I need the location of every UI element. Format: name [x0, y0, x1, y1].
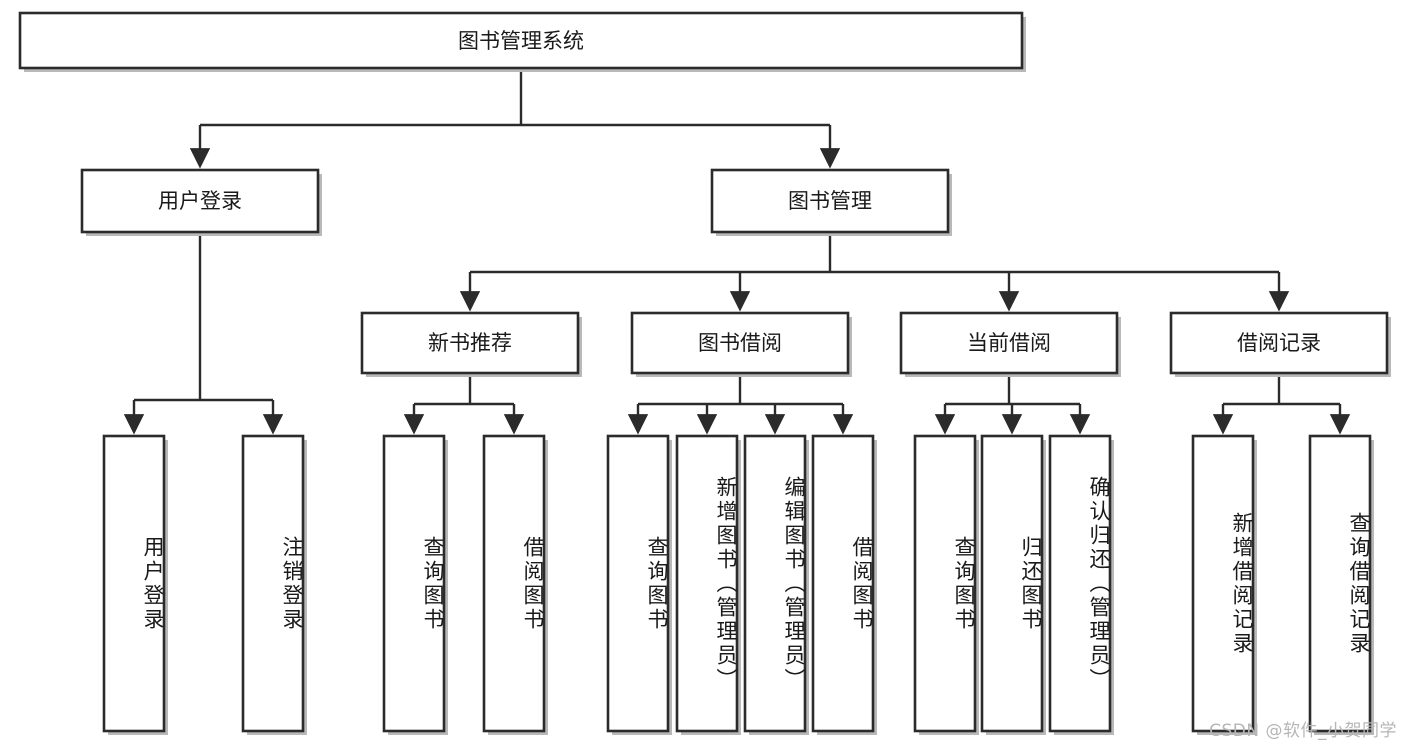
- leaf-node-new-book-2[interactable]: [482, 434, 548, 735]
- leaf-node-current-borrow-1[interactable]: [913, 434, 979, 735]
- node-user-login-box[interactable]: [80, 168, 320, 234]
- leaf-borrow-record-1-box[interactable]: [1191, 434, 1255, 733]
- node-new-book-recommend-box[interactable]: [360, 311, 580, 375]
- leaf-book-borrow-4-box[interactable]: [811, 434, 875, 733]
- leaf-node-book-borrow-3[interactable]: [743, 434, 809, 735]
- leaf-book-borrow-3-box[interactable]: [743, 434, 807, 733]
- leaf-current-borrow-3-box[interactable]: [1048, 434, 1112, 733]
- leaf-node-borrow-record-1[interactable]: [1191, 434, 1257, 735]
- leaf-book-borrow-2-box[interactable]: [675, 434, 739, 733]
- node-user-login[interactable]: 用户登录: [80, 168, 322, 236]
- node-root-label: 图书管理系统: [458, 29, 584, 53]
- leaf-node-book-borrow-4[interactable]: [811, 434, 877, 735]
- node-new-book-recommend[interactable]: 新书推荐: [360, 311, 582, 377]
- leaf-current-borrow-2-box[interactable]: [980, 434, 1044, 733]
- node-borrow-record[interactable]: 借阅记录: [1169, 311, 1391, 377]
- node-current-borrow-box[interactable]: [899, 311, 1119, 375]
- node-new-book-recommend-label: 新书推荐: [428, 331, 512, 355]
- node-current-borrow[interactable]: 当前借阅: [899, 311, 1121, 377]
- node-book-manage-label: 图书管理: [788, 189, 872, 213]
- leaf-new-book-2-box[interactable]: [482, 434, 546, 733]
- node-book-borrow[interactable]: 图书借阅: [630, 311, 852, 377]
- node-root-box[interactable]: [18, 11, 1024, 70]
- csdn-watermark: CSDN @软件_小贺同学: [1209, 721, 1397, 741]
- leaf-user-login-1-box[interactable]: [102, 434, 166, 733]
- node-borrow-record-label: 借阅记录: [1237, 331, 1321, 355]
- leaf-node-new-book-1[interactable]: [382, 434, 448, 735]
- leaf-node-book-borrow-2[interactable]: [675, 434, 741, 735]
- node-borrow-record-box[interactable]: [1169, 311, 1389, 375]
- node-book-borrow-box[interactable]: [630, 311, 850, 375]
- leaf-borrow-record-2-box[interactable]: [1308, 434, 1372, 733]
- node-root[interactable]: 图书管理系统: [18, 11, 1026, 72]
- leaf-node-user-login-2[interactable]: [241, 434, 307, 735]
- node-book-manage[interactable]: 图书管理: [710, 168, 952, 236]
- leaf-user-login-2-box[interactable]: [241, 434, 305, 733]
- leaf-node-borrow-record-2[interactable]: [1308, 434, 1374, 735]
- leaf-current-borrow-1-box[interactable]: [913, 434, 977, 733]
- connector-layer: [123, 68, 1351, 435]
- node-current-borrow-label: 当前借阅: [967, 331, 1051, 355]
- leaf-new-book-1-box[interactable]: [382, 434, 446, 733]
- leaf-book-borrow-1-box[interactable]: [606, 434, 670, 733]
- leaf-node-book-borrow-1[interactable]: [606, 434, 672, 735]
- node-book-manage-box[interactable]: [710, 168, 950, 234]
- node-book-borrow-label: 图书借阅: [698, 331, 782, 355]
- leaf-node-current-borrow-3[interactable]: [1048, 434, 1114, 735]
- node-user-login-label: 用户登录: [158, 189, 242, 213]
- leaf-node-current-borrow-2[interactable]: [980, 434, 1046, 735]
- leaf-node-user-login-1[interactable]: [102, 434, 168, 735]
